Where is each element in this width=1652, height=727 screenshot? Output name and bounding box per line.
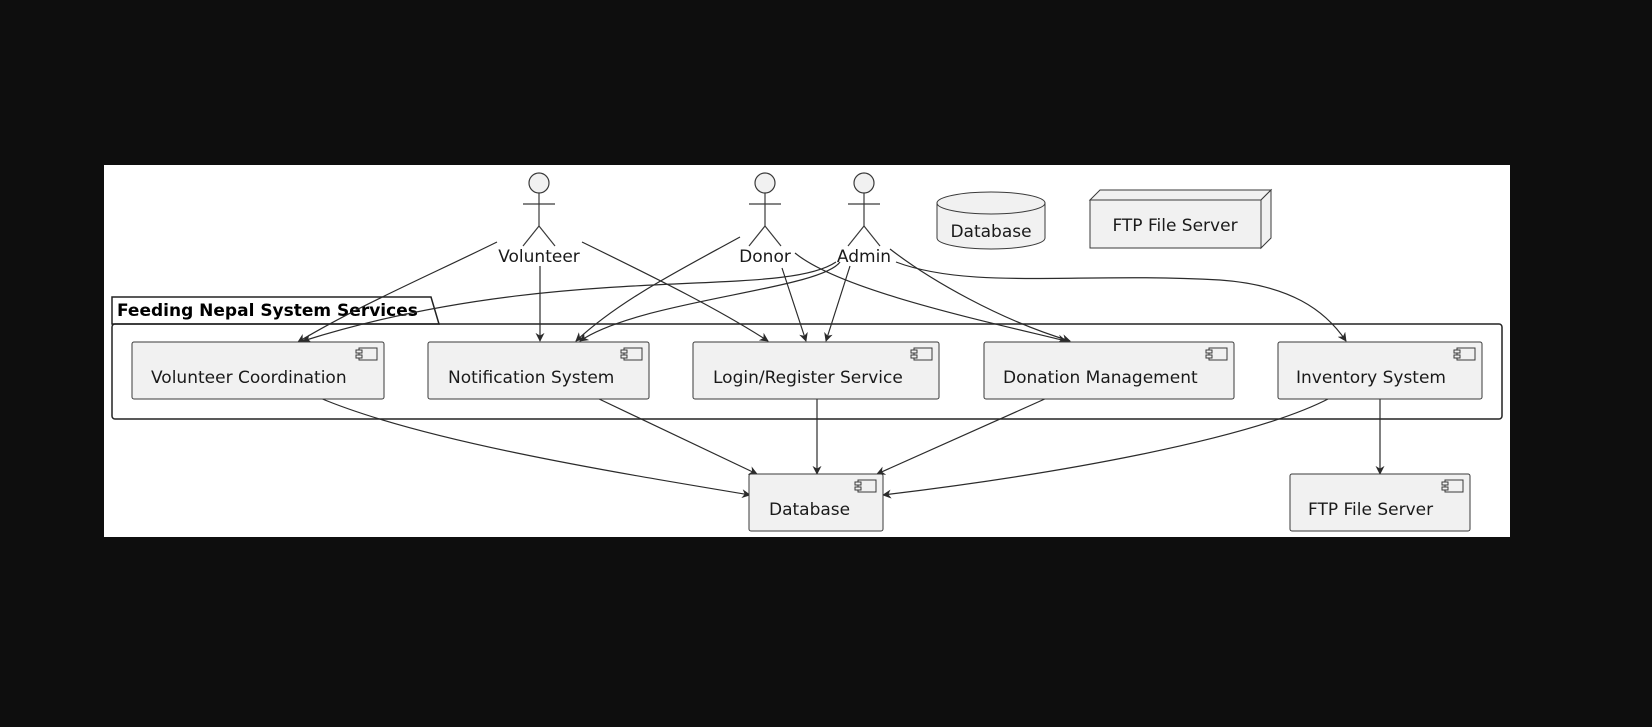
component-icon — [1205, 347, 1228, 361]
edge-notification-to-database — [596, 397, 758, 475]
component-icon — [355, 347, 378, 361]
component-inventory-system: Inventory System — [1277, 341, 1483, 400]
component-inventory-system-label: Inventory System — [1296, 368, 1446, 388]
edge-volunteer-coordination-to-database — [319, 397, 751, 499]
edge-admin-to-volunteer-coordination — [302, 261, 837, 343]
component-icon — [620, 347, 643, 361]
component-icon — [1453, 347, 1476, 361]
component-volunteer-coordination: Volunteer Coordination — [131, 341, 385, 400]
component-login-register-label: Login/Register Service — [713, 368, 903, 388]
actor-stick-figure-icon — [522, 172, 556, 247]
component-donation-management-label: Donation Management — [1003, 368, 1198, 388]
actor-donor: Donor — [739, 172, 791, 267]
component-donation-management: Donation Management — [983, 341, 1235, 400]
actor-stick-figure-icon — [748, 172, 782, 247]
database-node-top-label: Database — [950, 222, 1031, 242]
component-ftp-file-server-label: FTP File Server — [1308, 500, 1433, 520]
edge-admin-to-notification — [579, 261, 841, 342]
edge-donor-to-login — [781, 267, 808, 342]
edge-volunteer-to-volunteer-coordination — [297, 241, 498, 343]
component-database-label: Database — [769, 500, 850, 520]
edge-admin-to-donation — [889, 248, 1071, 343]
component-notification-system: Notification System — [427, 341, 650, 400]
component-database: Database — [748, 473, 884, 532]
component-volunteer-coordination-label: Volunteer Coordination — [151, 368, 347, 388]
component-icon — [1441, 479, 1464, 493]
node-box-icon — [1088, 188, 1273, 250]
edge-donor-to-donation — [794, 252, 1067, 344]
edge-inventory-to-database — [882, 397, 1331, 499]
database-cylinder-icon — [936, 191, 1046, 250]
edge-donation-to-database — [876, 397, 1048, 475]
edge-admin-to-login — [824, 265, 851, 342]
actor-admin-label: Admin — [837, 247, 891, 267]
actor-volunteer-label: Volunteer — [498, 247, 580, 267]
edge-volunteer-to-login — [581, 241, 769, 342]
ftp-node-top-label: FTP File Server — [1112, 216, 1237, 236]
actor-admin: Admin — [837, 172, 891, 267]
component-login-register: Login/Register Service — [692, 341, 940, 400]
database-node-top: Database — [936, 191, 1046, 250]
actor-donor-label: Donor — [739, 247, 791, 267]
edge-admin-to-inventory — [895, 261, 1347, 342]
component-notification-system-label: Notification System — [448, 368, 614, 388]
actor-stick-figure-icon — [847, 172, 881, 247]
component-icon — [910, 347, 933, 361]
ftp-node-top: FTP File Server — [1088, 188, 1273, 250]
component-ftp-file-server: FTP File Server — [1289, 473, 1471, 532]
package-label: Feeding Nepal System Services — [117, 301, 418, 321]
connectors — [297, 236, 1385, 499]
actor-volunteer: Volunteer — [498, 172, 580, 267]
component-icon — [854, 479, 877, 493]
edge-donor-to-notification — [575, 236, 741, 342]
